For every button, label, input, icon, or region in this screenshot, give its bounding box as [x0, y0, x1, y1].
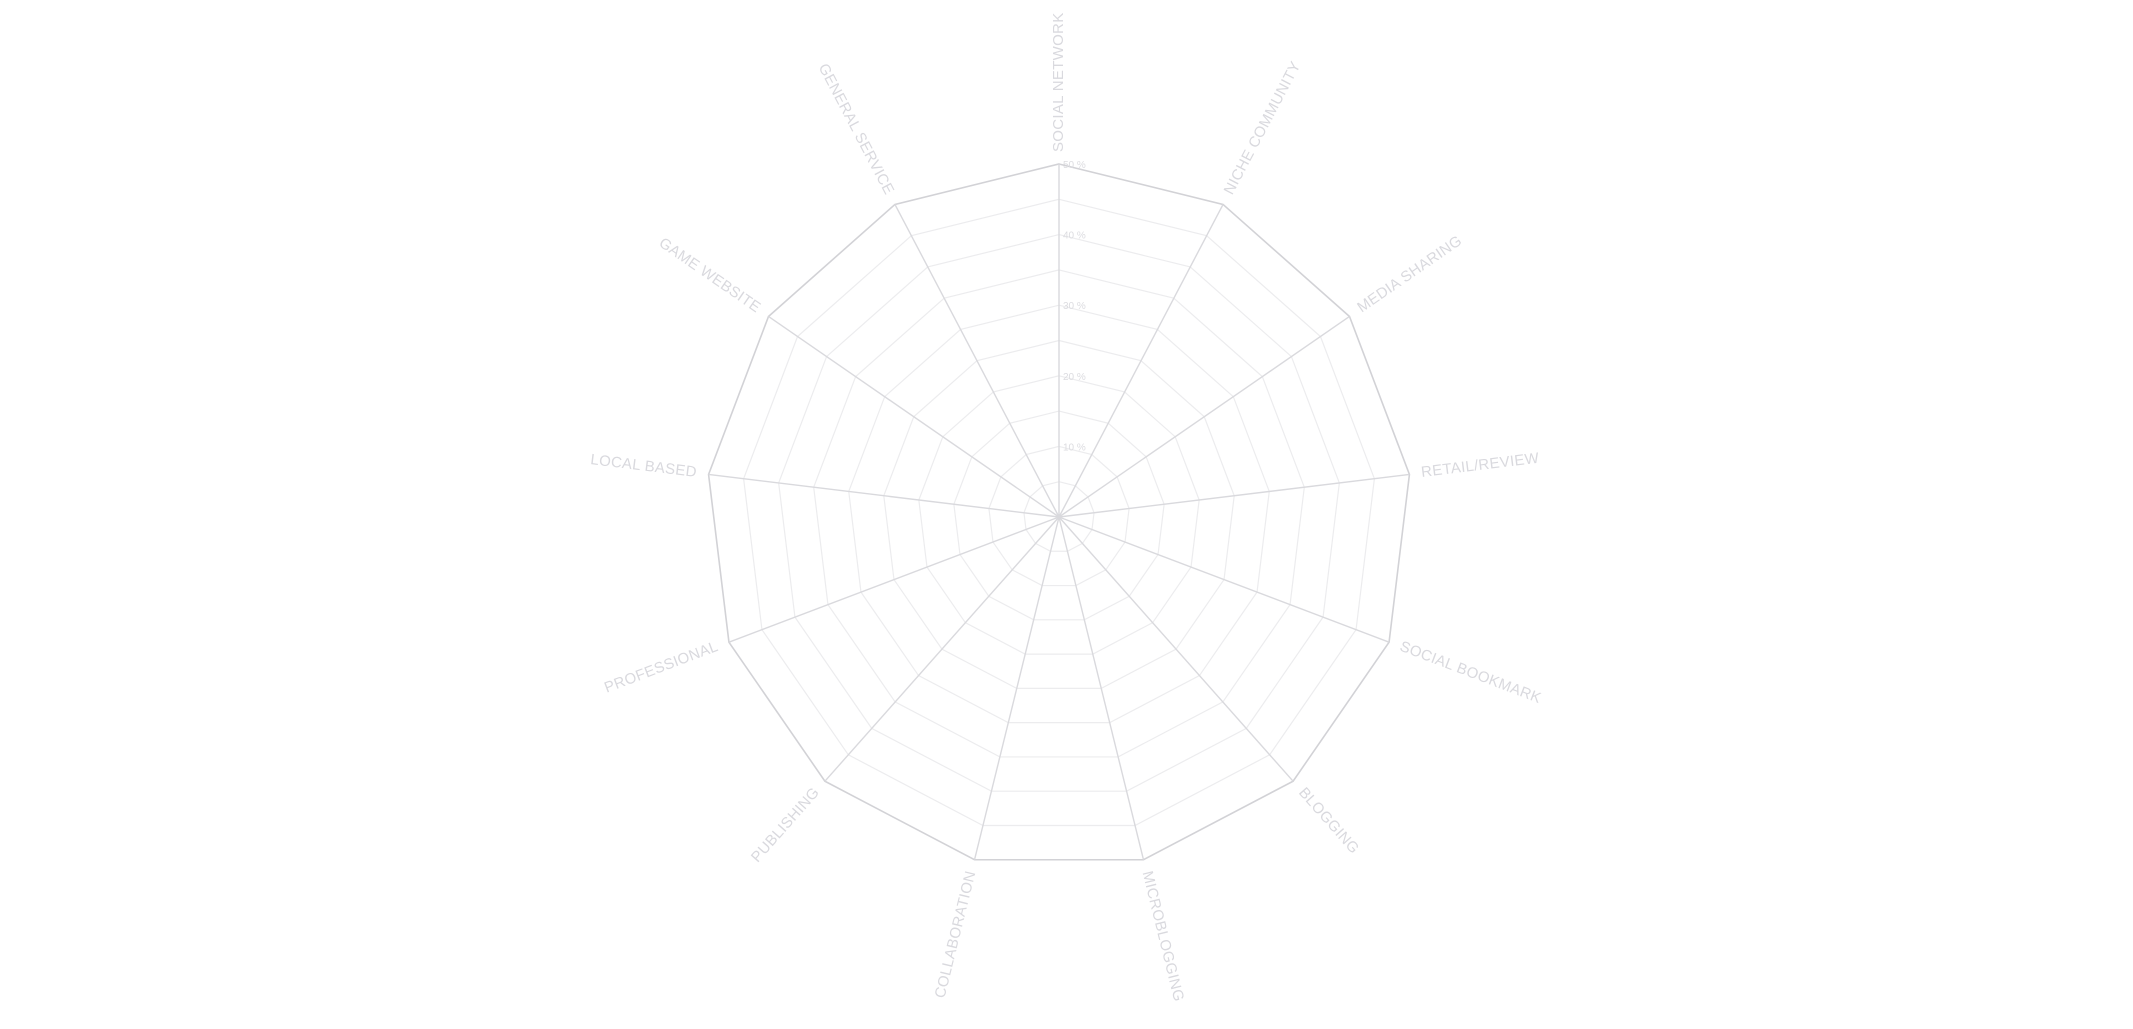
axis-label: COLLABORATION [932, 869, 980, 1000]
axis-spoke [894, 204, 1060, 518]
axis-label: PROFESSIONAL [602, 638, 721, 697]
axis-spoke [1058, 516, 1294, 782]
tick-labels: 10 % 20 % 30 % 40 % 50 % [1063, 160, 1086, 453]
axis-spoke [1058, 204, 1224, 518]
tick-label: 20 % [1063, 372, 1086, 383]
axis-spoke [973, 516, 1060, 860]
axis-label: LOCAL BASED [590, 451, 698, 481]
axis-spoke [1058, 516, 1145, 860]
axis-spoke [708, 473, 1060, 518]
tick-label: 40 % [1063, 231, 1086, 242]
grid-rings [707, 163, 1411, 861]
axis-label: SOCIAL BOOKMARK [1397, 638, 1543, 707]
tick-label: 10 % [1063, 442, 1086, 453]
grid-ring [1023, 481, 1095, 552]
axis-spoke [728, 516, 1060, 643]
tick-label: 50 % [1063, 160, 1086, 171]
axis-label: MEDIA SHARING [1354, 232, 1465, 316]
axis-label: PUBLISHING [748, 784, 823, 866]
axis-spoke [1058, 516, 1390, 643]
axis-label: MICROBLOGGING [1139, 869, 1188, 1003]
axis-spokes [708, 164, 1410, 860]
axis-label: BLOGGING [1295, 784, 1362, 857]
axis-label: SOCIAL NETWORK [1050, 13, 1067, 153]
grid-ring [988, 445, 1130, 587]
axis-label: NICHE COMMUNITY [1221, 59, 1305, 198]
axis-label: GENERAL SERVICE [815, 61, 898, 198]
axis-label: GAME WEBSITE [656, 234, 764, 316]
axis-label: RETAIL/REVIEW [1420, 450, 1540, 481]
grid-ring [953, 410, 1165, 621]
grid-ring [778, 233, 1340, 792]
grid-ring [848, 304, 1270, 724]
axis-spoke [768, 315, 1060, 518]
grid-ring [813, 269, 1305, 758]
grid-ring [743, 198, 1375, 827]
tick-label: 30 % [1063, 301, 1086, 312]
grid-ring [918, 375, 1200, 655]
axis-spoke [824, 516, 1060, 782]
axis-spoke [1058, 473, 1410, 518]
outer-grid-ring [707, 163, 1411, 861]
axis-spoke [1058, 315, 1350, 518]
grid-ring [883, 339, 1235, 689]
